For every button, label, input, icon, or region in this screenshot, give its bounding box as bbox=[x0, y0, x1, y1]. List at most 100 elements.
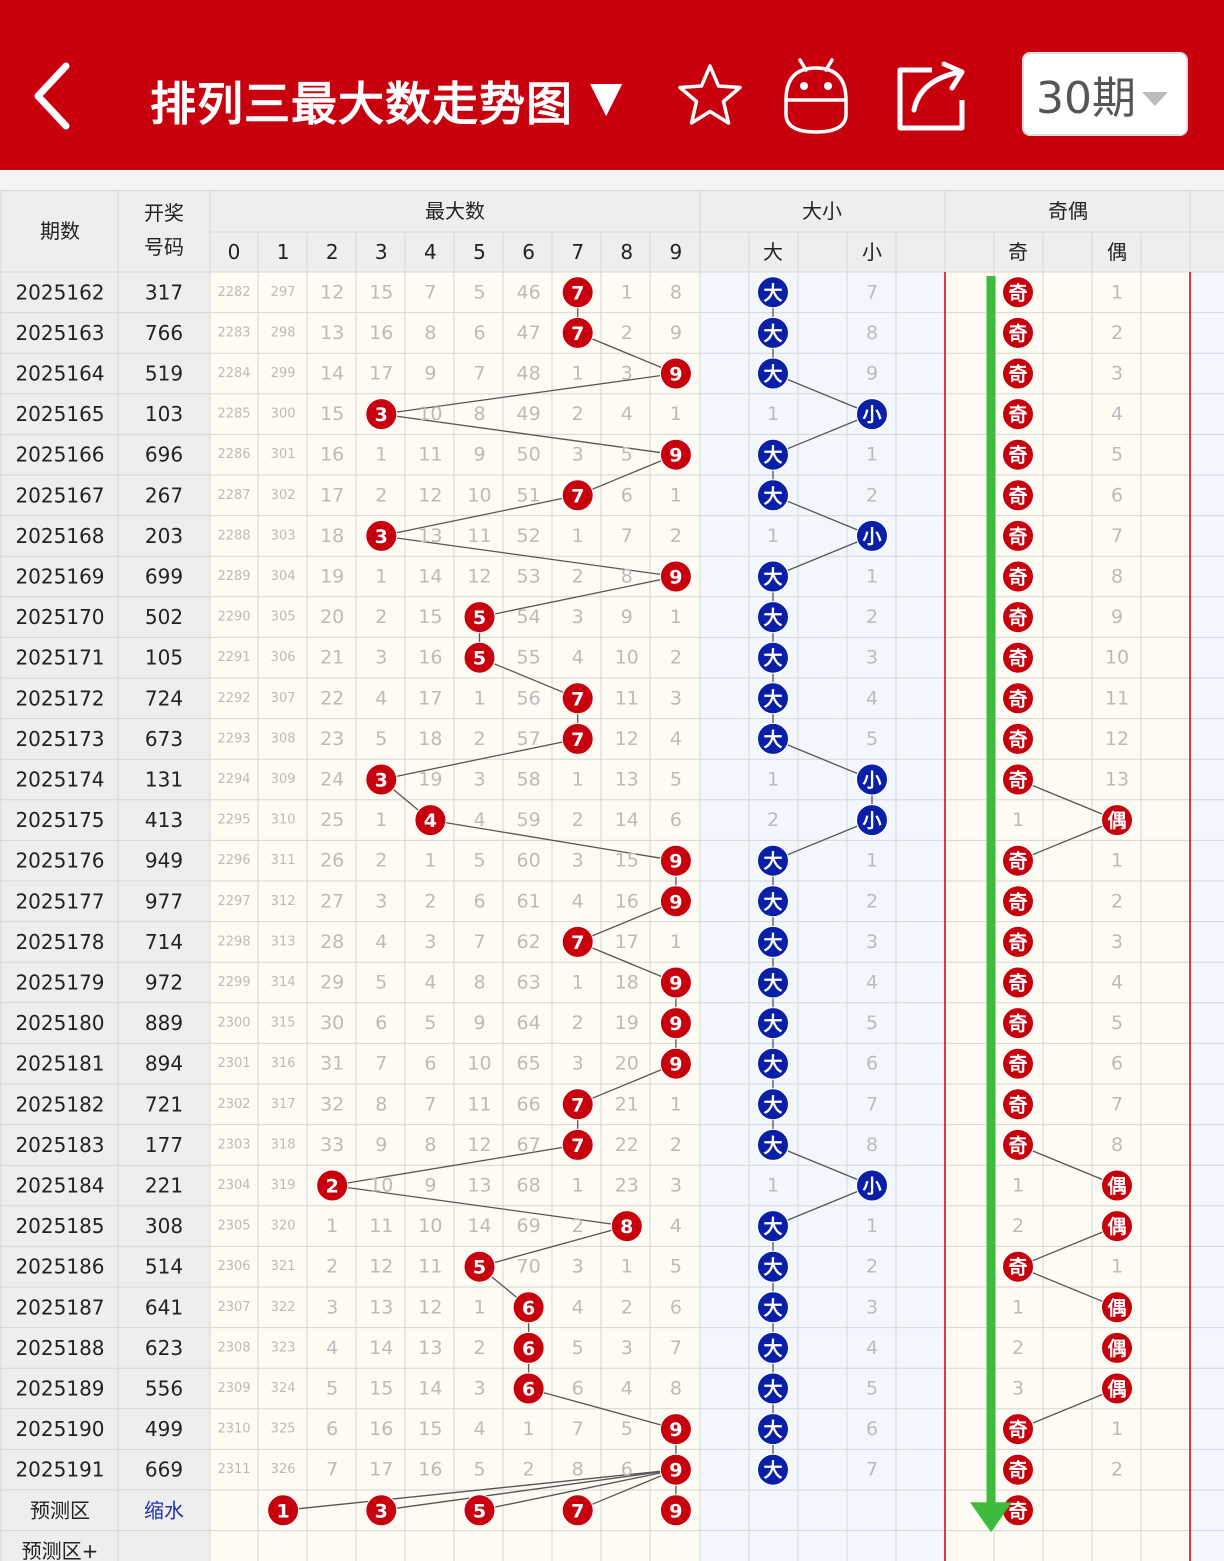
parity-miss-value: 6 bbox=[1111, 484, 1123, 506]
row-number: 221 bbox=[145, 1174, 183, 1198]
miss-value: 2284 bbox=[217, 366, 250, 381]
max-ball-circle bbox=[463, 601, 496, 634]
max-ball-circle bbox=[561, 479, 594, 512]
max-ball-label: 7 bbox=[571, 729, 584, 751]
predict-ball[interactable]: 5 bbox=[463, 1494, 496, 1527]
row-period: 2025162 bbox=[15, 280, 104, 304]
miss-value: 301 bbox=[271, 447, 296, 462]
header-digit-8: 8 bbox=[620, 240, 633, 264]
star-icon[interactable] bbox=[676, 62, 744, 130]
miss-value: 12 bbox=[467, 566, 491, 588]
miss-value: 4 bbox=[375, 931, 387, 953]
miss-value: 4 bbox=[670, 1215, 682, 1237]
period-select[interactable]: 30期 bbox=[1022, 52, 1188, 136]
miss-value: 317 bbox=[271, 1097, 296, 1112]
miss-value: 9 bbox=[473, 444, 485, 466]
parity-miss-value: 1 bbox=[1012, 809, 1024, 831]
miss-value: 16 bbox=[369, 322, 393, 344]
parity-trend-line bbox=[1017, 1387, 1118, 1430]
parity-ball-even-label: 偶 bbox=[1107, 1215, 1126, 1238]
miss-value: 62 bbox=[517, 931, 541, 953]
parity-ball-odd: 奇 bbox=[1002, 519, 1034, 552]
size-ball-big: 大 bbox=[757, 1088, 789, 1121]
back-arrow-icon[interactable] bbox=[30, 60, 78, 132]
row-number: 203 bbox=[145, 524, 183, 548]
miss-value: 1 bbox=[375, 566, 387, 588]
parity-miss-value: 11 bbox=[1105, 687, 1129, 709]
size-miss-value: 6 bbox=[866, 1053, 878, 1075]
size-ball-big-label: 大 bbox=[763, 728, 782, 751]
miss-value: 15 bbox=[418, 1418, 442, 1440]
miss-value: 14 bbox=[418, 566, 442, 588]
size-ball-big-label: 大 bbox=[763, 1337, 782, 1360]
size-ball-big-label: 大 bbox=[763, 647, 782, 670]
size-ball-small: 小 bbox=[856, 1169, 888, 1202]
size-ball-big: 大 bbox=[757, 438, 789, 471]
predict-label: 预测区 bbox=[30, 1498, 90, 1522]
predict-ball[interactable]: 7 bbox=[561, 1494, 594, 1527]
predict-plus-label: 预测区+ bbox=[22, 1539, 99, 1561]
row-period: 2025181 bbox=[15, 1052, 104, 1076]
miss-value: 2309 bbox=[217, 1381, 250, 1396]
miss-value: 9 bbox=[670, 322, 682, 344]
row-number: 673 bbox=[145, 727, 183, 751]
parity-ball-odd-circle bbox=[1002, 1007, 1034, 1040]
miss-value: 13 bbox=[467, 1175, 491, 1197]
miss-value: 3 bbox=[375, 647, 387, 669]
header-size-big: 大 bbox=[763, 240, 783, 264]
miss-value: 7 bbox=[473, 931, 485, 953]
miss-value: 2304 bbox=[217, 1178, 250, 1193]
predict-ball-circle bbox=[659, 1494, 692, 1527]
size-ball-big-label: 大 bbox=[763, 322, 782, 345]
miss-value: 320 bbox=[271, 1219, 296, 1234]
parity-miss-value: 1 bbox=[1012, 1175, 1024, 1197]
header-parity-even: 偶 bbox=[1107, 240, 1127, 264]
miss-value: 318 bbox=[271, 1137, 296, 1152]
max-ball: 7 bbox=[561, 1128, 594, 1161]
miss-value: 64 bbox=[517, 1012, 541, 1034]
miss-value: 309 bbox=[271, 772, 296, 787]
size-ball-big-label: 大 bbox=[763, 1256, 782, 1279]
miss-value: 22 bbox=[615, 1134, 639, 1156]
parity-ball-odd-label: 奇 bbox=[1008, 931, 1027, 954]
max-ball-circle bbox=[659, 1007, 692, 1040]
size-ball-small-circle bbox=[856, 519, 888, 552]
row-number: 131 bbox=[145, 768, 183, 792]
predict-line bbox=[283, 1469, 676, 1511]
title-dropdown-arrow-icon[interactable]: ▼ bbox=[590, 72, 623, 121]
miss-value: 314 bbox=[271, 975, 296, 990]
miss-value: 1 bbox=[572, 525, 584, 547]
miss-value: 1 bbox=[670, 931, 682, 953]
page-title[interactable]: 排列三最大数走势图 bbox=[150, 77, 573, 131]
size-ball-big-label: 大 bbox=[763, 281, 782, 304]
robot-icon[interactable] bbox=[782, 56, 850, 136]
miss-value: 15 bbox=[369, 1378, 393, 1400]
miss-value: 51 bbox=[517, 484, 541, 506]
predict-ball[interactable]: 1 bbox=[267, 1494, 300, 1527]
row-number: 721 bbox=[145, 1092, 183, 1116]
parity-miss-value: 12 bbox=[1105, 728, 1129, 750]
max-ball: 3 bbox=[365, 519, 398, 552]
miss-value: 27 bbox=[320, 890, 344, 912]
size-ball-big: 大 bbox=[757, 1047, 789, 1080]
size-miss-value: 8 bbox=[866, 1134, 878, 1156]
max-trend-line bbox=[479, 575, 677, 618]
miss-value: 9 bbox=[424, 363, 436, 385]
parity-miss-value: 3 bbox=[1111, 363, 1123, 385]
size-ball-small-label: 小 bbox=[862, 404, 881, 426]
max-ball-circle bbox=[659, 1047, 692, 1080]
predict-ball[interactable]: 9 bbox=[659, 1494, 692, 1527]
size-ball-big-circle bbox=[757, 641, 789, 674]
miss-value: 1 bbox=[473, 1296, 485, 1318]
parity-miss-value: 2 bbox=[1111, 890, 1123, 912]
miss-value: 6 bbox=[670, 1296, 682, 1318]
max-ball: 7 bbox=[561, 722, 594, 755]
share-icon[interactable] bbox=[894, 60, 968, 132]
parity-ball-even-label: 偶 bbox=[1107, 809, 1126, 832]
max-trend-line bbox=[381, 372, 676, 415]
predict-shrink-link[interactable]: 缩水 bbox=[144, 1498, 184, 1522]
predict-ball[interactable]: 3 bbox=[365, 1494, 398, 1527]
row-number: 894 bbox=[145, 1052, 183, 1076]
predict-line bbox=[577, 1469, 677, 1511]
parity-ball-odd-label: 奇 bbox=[1008, 1134, 1027, 1157]
